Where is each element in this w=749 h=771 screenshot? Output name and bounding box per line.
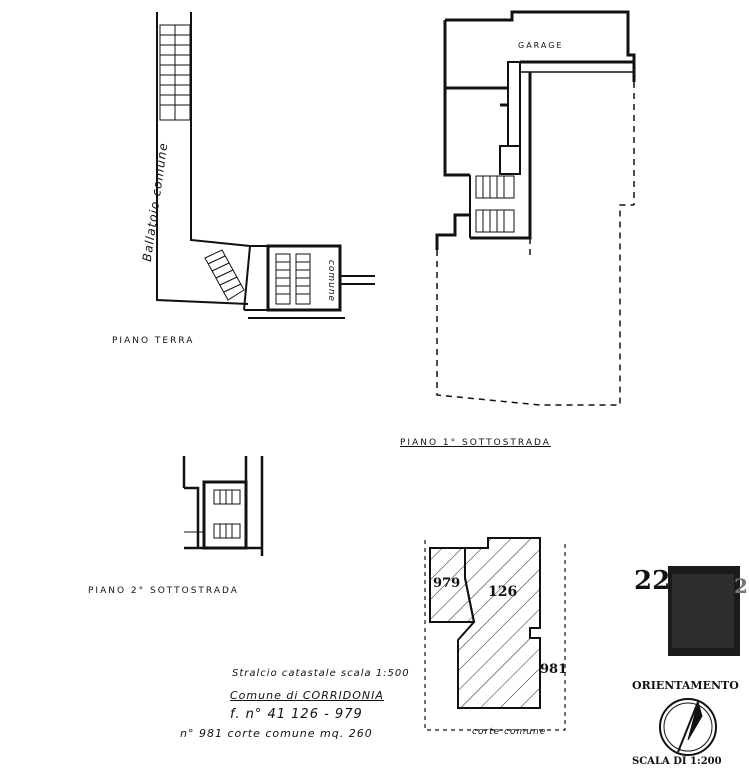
stamp-graphic (668, 566, 740, 656)
piano-2-plan (182, 456, 264, 556)
comune-vertical-label: comune (326, 259, 337, 303)
n981-label: n° 981 corte comune mq. 260 (180, 727, 373, 740)
compass-graphic (659, 698, 717, 756)
cadastral-map (424, 537, 566, 731)
piano-terra-label: PIANO TERRA (112, 336, 195, 346)
piano-terra-plan (156, 12, 375, 319)
parcel-979-label: 979 (433, 576, 461, 591)
piano-1-plan (435, 10, 636, 406)
stamp-number: 22 (634, 566, 671, 596)
piano-1-label: PIANO 1° SOTTOSTRADA (400, 438, 551, 448)
orientamento-label: ORIENTAMENTO (632, 679, 739, 692)
stralcio-label: Stralcio catastale scala 1:500 (232, 668, 410, 679)
corte-comune-map-label: corte comune (472, 727, 547, 737)
parcel-126-label: 126 (488, 584, 518, 600)
parcel-981-label: 981 (540, 662, 568, 677)
stamp-tail: 2 (734, 574, 748, 598)
garage-label: GARAGE (518, 41, 564, 50)
piano-2-label: PIANO 2° SOTTOSTRADA (88, 586, 239, 596)
comune-di-label: Comune di CORRIDONIA (230, 689, 384, 702)
scala-label: SCALA DI 1:200 (632, 756, 722, 767)
foglio-label: f. n° 41 126 - 979 (230, 707, 363, 722)
